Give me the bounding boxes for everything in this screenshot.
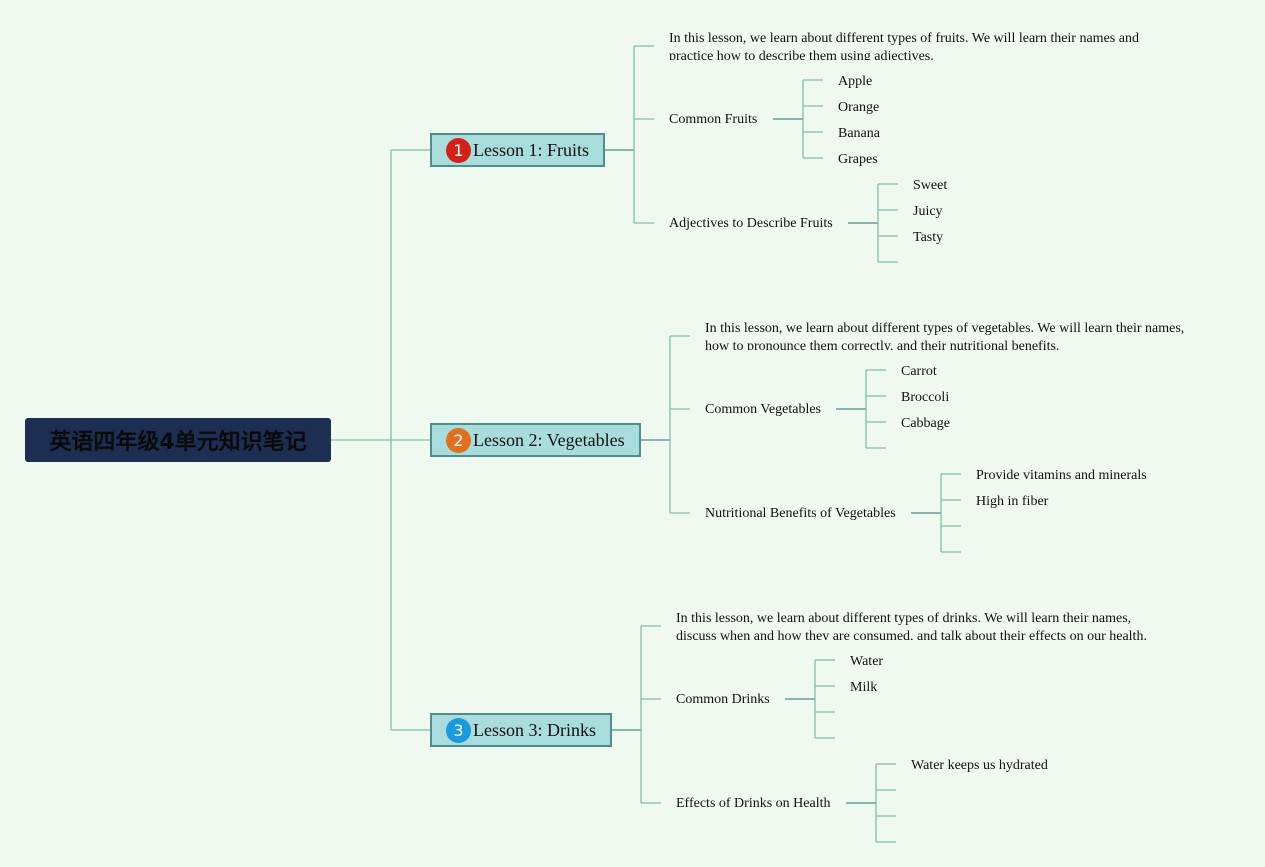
leaf-item[interactable]: Water (850, 654, 884, 669)
leaf-item[interactable]: Cabbage (901, 416, 950, 431)
leaf-item[interactable]: Milk (850, 680, 878, 695)
leaf-item[interactable]: Broccoli (901, 390, 950, 405)
leaf-item[interactable]: Water keeps us hydrated (911, 758, 1048, 773)
lesson-description: In this lesson, we learn about different… (705, 321, 1185, 350)
root-topic[interactable]: 英语四年级4单元知识笔记 (25, 418, 331, 462)
leaf-item[interactable]: Banana (838, 126, 880, 141)
subtopic-label[interactable]: Common Vegetables (705, 402, 822, 417)
subtopic-label[interactable]: Common Drinks (676, 692, 770, 707)
leaf-item[interactable]: High in fiber (976, 494, 1049, 509)
subtopic-label[interactable]: Nutritional Benefits of Vegetables (705, 506, 896, 521)
leaf-item[interactable]: Apple (838, 74, 873, 89)
number-badge-icon: 3 (446, 717, 471, 743)
leaf-item[interactable]: Juicy (913, 204, 943, 219)
leaf-item[interactable]: Sweet (913, 178, 948, 193)
lesson-title: Lesson 2: Vegetables (473, 429, 625, 450)
lesson-description: In this lesson, we learn about different… (676, 611, 1147, 640)
leaf-item[interactable]: Tasty (913, 230, 944, 245)
leaf-item[interactable]: Provide vitamins and minerals (976, 468, 1147, 483)
lesson-title: Lesson 1: Fruits (473, 139, 590, 160)
subtopic-label[interactable]: Common Fruits (669, 112, 758, 127)
number-badge-icon: 1 (446, 137, 471, 163)
subtopic-label[interactable]: Effects of Drinks on Health (676, 796, 831, 811)
number-badge-icon: 2 (446, 427, 471, 453)
root-topic-label: 英语四年级4单元知识笔记 (49, 430, 307, 455)
leaf-item[interactable]: Carrot (901, 364, 937, 379)
lesson-description: In this lesson, we learn about different… (669, 31, 1139, 60)
lesson-title: Lesson 3: Drinks (473, 719, 596, 740)
leaf-item[interactable]: Orange (838, 100, 880, 115)
leaf-item[interactable]: Grapes (838, 152, 878, 167)
subtopic-label[interactable]: Adjectives to Describe Fruits (669, 216, 833, 231)
